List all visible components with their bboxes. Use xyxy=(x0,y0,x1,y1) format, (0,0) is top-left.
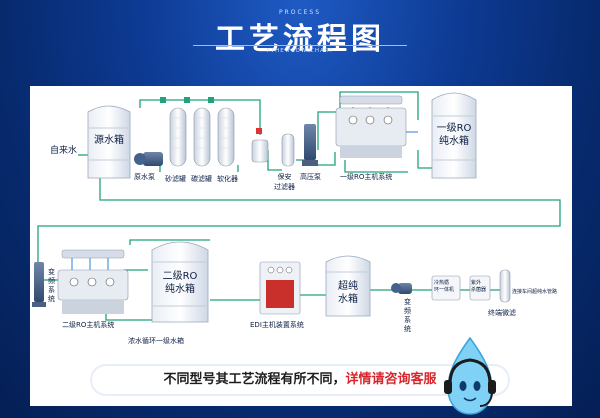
vfd2-pump-icon xyxy=(391,283,412,294)
safety-filter-label: 保安 过滤器 xyxy=(274,173,295,191)
contact-banner-text[interactable]: 不同型号其工艺流程有所不同，详情请咨询客服 xyxy=(90,364,510,396)
safety-filter-icon xyxy=(281,133,295,167)
uv-label: 紫外 杀菌器 xyxy=(471,280,487,293)
banner-main-text: 不同型号其工艺流程有所不同， xyxy=(163,372,346,387)
row2-blue-pipes xyxy=(71,258,109,270)
brine-tank-icon xyxy=(251,139,269,163)
customer-service-mascot-icon[interactable] xyxy=(440,334,500,418)
hp-pump-icon xyxy=(302,124,318,166)
contact-banner xyxy=(90,364,510,396)
uv-sterilizer-icon xyxy=(469,275,491,301)
ro1-host-icon xyxy=(335,95,407,158)
ultra-tank-label: 超纯 水箱 xyxy=(338,281,358,305)
row2-pipes xyxy=(37,210,561,321)
page-title: 工艺流程图 xyxy=(215,22,385,57)
raw-pump-label: 原水泵 xyxy=(134,173,155,181)
cooler-icon xyxy=(431,275,461,301)
sand-filter-icon xyxy=(169,107,187,167)
ro1-tank xyxy=(431,92,477,179)
inlet-label: 自来水 xyxy=(50,146,78,156)
ro1-bottom-return xyxy=(99,172,561,210)
ro2-host-label: 二级RO主机系统 xyxy=(62,321,115,329)
filter-top-pipe xyxy=(139,99,261,135)
vfd1-pump-icon xyxy=(32,262,46,307)
cooler-label: 冷热循 环一体机 xyxy=(434,280,455,293)
ro2-tank-label: 二级RO 纯水箱 xyxy=(162,271,198,295)
sand-filter-label: 砂滤罐 xyxy=(165,175,186,183)
raw-pump-icon xyxy=(134,152,163,166)
banner-highlight-text[interactable]: 详情请咨询客服 xyxy=(345,372,437,387)
raw-tank xyxy=(87,105,131,179)
ro2-tank xyxy=(151,241,209,323)
outlet-label: 连接车间超纯水管路 xyxy=(512,289,558,295)
softener-icon xyxy=(217,107,235,167)
softener-label: 软化器 xyxy=(217,175,238,183)
ro1-host-label: 一级RO主机系统 xyxy=(340,173,393,181)
terminal-filter-icon xyxy=(499,269,511,303)
carbon-filter-label: 碳滤罐 xyxy=(191,175,212,183)
valve-icons xyxy=(160,97,262,134)
raw-tank-label: 源水箱 xyxy=(94,135,124,146)
subtitle: PTHE FLOW CHART xyxy=(266,48,334,54)
edi-unit-icon xyxy=(259,261,301,315)
hp-pump-label: 高压泵 xyxy=(300,173,321,181)
carbon-filter-icon xyxy=(193,107,211,167)
vfd2-label: 变 频 系 统 xyxy=(404,298,411,333)
process-label: PROCESS xyxy=(278,9,322,16)
ro2-host-icon xyxy=(57,249,129,314)
terminal-filter-label: 终端微滤 xyxy=(488,309,516,317)
conc-return-label: 浓水循环一级水箱 xyxy=(128,337,184,345)
row1-pipes xyxy=(78,91,561,210)
edi-label: EDI主机装置系统 xyxy=(250,321,304,329)
title-underline xyxy=(193,45,407,46)
vfd1-label: 变 频 系 统 xyxy=(48,268,55,303)
ultra-tank xyxy=(325,255,371,317)
ro1-tank-label: 一级RO 纯水箱 xyxy=(436,123,472,147)
